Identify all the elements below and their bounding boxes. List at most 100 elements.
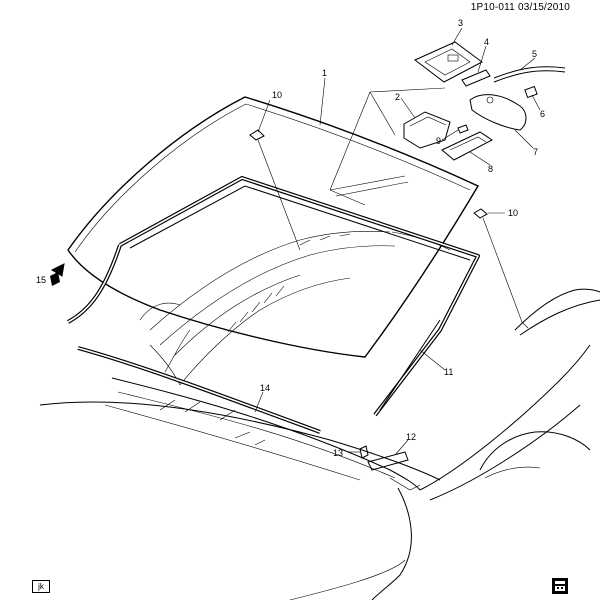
reveal-strip-12 <box>367 451 409 471</box>
callout-2: 2 <box>395 92 400 102</box>
molding-right-inner <box>379 319 441 411</box>
lower-molding-strip-inner <box>77 347 321 433</box>
mirror-cover <box>441 131 493 161</box>
leader-3 <box>451 27 463 46</box>
leader-lines <box>254 27 541 456</box>
wire-harness-2 <box>493 70 566 83</box>
mirror-mount-block <box>403 111 451 149</box>
dash-ribs <box>227 285 285 333</box>
front-arrow-icon <box>50 263 65 286</box>
callout-5: 5 <box>532 49 537 59</box>
leader-12 <box>394 439 409 456</box>
cowl-line-2 <box>117 391 396 479</box>
cowl-details-2 <box>234 431 266 446</box>
assembly-line-2 <box>369 91 396 136</box>
diagram-code: 1P10-011 <box>470 2 515 13</box>
callout-10a: 10 <box>272 90 282 100</box>
roof-line <box>514 288 600 331</box>
cowl-line <box>111 377 421 491</box>
reflection-1 <box>329 175 406 191</box>
clip-13 <box>359 445 369 459</box>
reveal-strip <box>367 451 409 471</box>
leader-10a-down <box>257 139 301 251</box>
assembly-line-3 <box>329 91 371 191</box>
wire-harness <box>493 66 566 79</box>
mirror-mount-block-edge <box>409 116 447 127</box>
assembly-line-1 <box>369 87 446 93</box>
mirror-screw <box>457 124 469 134</box>
dash-curve-4 <box>164 329 191 373</box>
leader-4 <box>477 45 487 73</box>
dash-ribs-2 <box>299 233 351 246</box>
door-line <box>289 559 406 600</box>
leader-1 <box>319 77 326 126</box>
dash-top <box>149 230 391 331</box>
vehicle-symbol-light-right <box>561 587 563 589</box>
callout-12: 12 <box>406 432 416 442</box>
callout-7: 7 <box>533 147 538 157</box>
connector <box>524 85 538 99</box>
dash-right <box>391 231 451 251</box>
rain-sensor <box>461 69 491 87</box>
rearview-mirror <box>469 94 527 131</box>
spacer-10a <box>249 129 265 141</box>
callout-13: 13 <box>333 448 343 458</box>
front-arrow-body <box>50 272 60 286</box>
mirror-bracket-plate <box>414 41 483 83</box>
a-pillar-side <box>371 487 412 600</box>
leader-5 <box>519 57 536 71</box>
assembly-line-4 <box>329 189 366 206</box>
callout-9: 9 <box>436 136 441 146</box>
vehicle-symbol-light-left <box>557 587 559 589</box>
callout-15: 15 <box>36 275 46 285</box>
callout-1: 1 <box>322 68 327 78</box>
spacer-right <box>473 208 488 219</box>
fender-line <box>419 344 591 491</box>
dash-curve-3 <box>179 277 351 386</box>
leader-9 <box>441 129 459 141</box>
molding-inner-line <box>129 185 471 261</box>
car-body <box>39 230 600 600</box>
spacer-10b <box>473 208 488 219</box>
diagram-date: 03/15/2010 <box>517 2 570 13</box>
windshield-outline <box>67 96 479 358</box>
windshield-molding <box>67 176 480 417</box>
leader-10b-down <box>482 217 523 323</box>
dash-top-2 <box>159 245 396 346</box>
callout-6: 6 <box>540 109 545 119</box>
leader-7 <box>514 129 534 149</box>
cowl-line-3 <box>104 404 361 481</box>
vehicle-symbol-top <box>555 581 565 584</box>
dash-vent <box>174 274 301 356</box>
leader-11 <box>419 349 446 371</box>
roof-line-2 <box>519 299 600 336</box>
leader-10a <box>257 99 271 133</box>
mirror-cover-edge <box>449 136 487 151</box>
callout-8: 8 <box>488 164 493 174</box>
fender-line-2 <box>429 404 581 501</box>
windshield-edge-highlight <box>74 103 471 253</box>
leader-2 <box>400 97 416 119</box>
callouts: 1 2 3 4 5 6 7 8 9 10 10 11 12 13 14 15 <box>36 18 545 458</box>
corner-code-box: jk <box>32 580 50 593</box>
molding-left-tail <box>67 244 122 324</box>
callout-4: 4 <box>484 37 489 47</box>
mirror-outline <box>479 431 591 471</box>
mirror-detail <box>484 466 541 479</box>
leader-8 <box>469 151 491 166</box>
leader-14 <box>254 391 264 413</box>
clip <box>359 445 369 459</box>
lower-molding-14 <box>77 346 321 434</box>
mirror-assembly <box>329 41 566 206</box>
mirror-mount-point <box>486 96 494 104</box>
reflection-2 <box>335 181 409 197</box>
leader-10b-end <box>521 321 529 329</box>
mirror-bracket-plate-inner <box>424 48 471 76</box>
dash-curve <box>139 302 181 321</box>
molding-outer-inner <box>119 177 479 416</box>
spacer-upper <box>249 129 265 141</box>
vehicle-symbol-icon <box>552 578 568 594</box>
leader-6 <box>531 94 541 111</box>
callout-11: 11 <box>444 367 453 377</box>
